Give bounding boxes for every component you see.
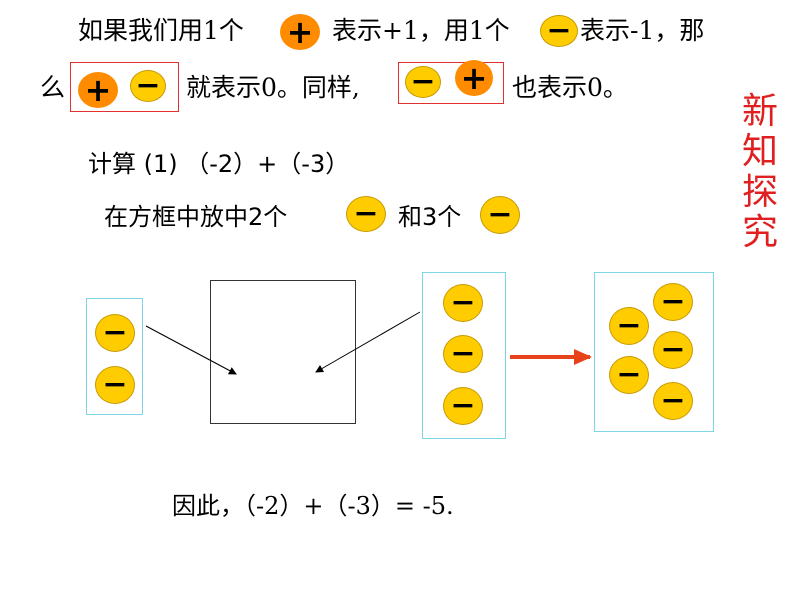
minus-chip-icon: − xyxy=(346,196,386,232)
minus-chip-icon: − xyxy=(95,314,135,352)
minus-chip-icon: − xyxy=(95,366,135,404)
exercise-instruction-b: 和3个 xyxy=(398,203,462,231)
side-title-char: 究 xyxy=(741,211,778,253)
minus-chip-icon: − xyxy=(540,15,578,47)
result-box xyxy=(594,272,714,432)
conclusion: 因此，（-2）+（-3）= -5. xyxy=(172,492,454,520)
minus-chip-icon: − xyxy=(653,283,693,321)
intro-line1-c: 表示-1，那 xyxy=(580,16,705,45)
minus-chip-icon: − xyxy=(609,356,649,394)
side-title-char: 探 xyxy=(741,171,778,213)
side-title-char: 知 xyxy=(741,131,778,173)
side-title: 新 知 探 究 xyxy=(740,91,780,253)
minus-chip-icon: − xyxy=(443,335,483,373)
intro-line2-a: 么 xyxy=(40,73,66,102)
minus-chip-icon: − xyxy=(130,70,166,102)
exercise-instruction-a: 在方框中放中2个 xyxy=(104,203,288,231)
intro-line1-a: 如果我们用1个 xyxy=(78,16,244,45)
intro-line2-c: 也表示0。 xyxy=(512,73,628,102)
exercise-heading: 计算 (1) （-2）+（-3） xyxy=(88,150,350,178)
plus-chip-icon: + xyxy=(280,14,320,50)
side-title-char: 新 xyxy=(741,91,778,132)
plus-chip-icon: + xyxy=(78,72,118,108)
minus-chip-icon: − xyxy=(480,196,520,234)
two-negatives-box xyxy=(86,298,143,415)
plus-chip-icon: + xyxy=(455,60,493,96)
minus-chip-icon: − xyxy=(443,387,483,425)
minus-chip-icon: − xyxy=(653,331,693,369)
intro-line1-b: 表示+1，用1个 xyxy=(332,16,510,45)
intro-line2-b: 就表示0。同样, xyxy=(186,73,360,102)
minus-chip-icon: − xyxy=(405,66,441,98)
three-negatives-box xyxy=(422,272,506,439)
zero-pair-box-2 xyxy=(398,62,504,104)
minus-chip-icon: − xyxy=(653,382,693,420)
empty-target-box xyxy=(210,280,356,424)
minus-chip-icon: − xyxy=(443,284,483,322)
minus-chip-icon: − xyxy=(609,307,649,345)
zero-pair-box-1 xyxy=(70,62,179,112)
